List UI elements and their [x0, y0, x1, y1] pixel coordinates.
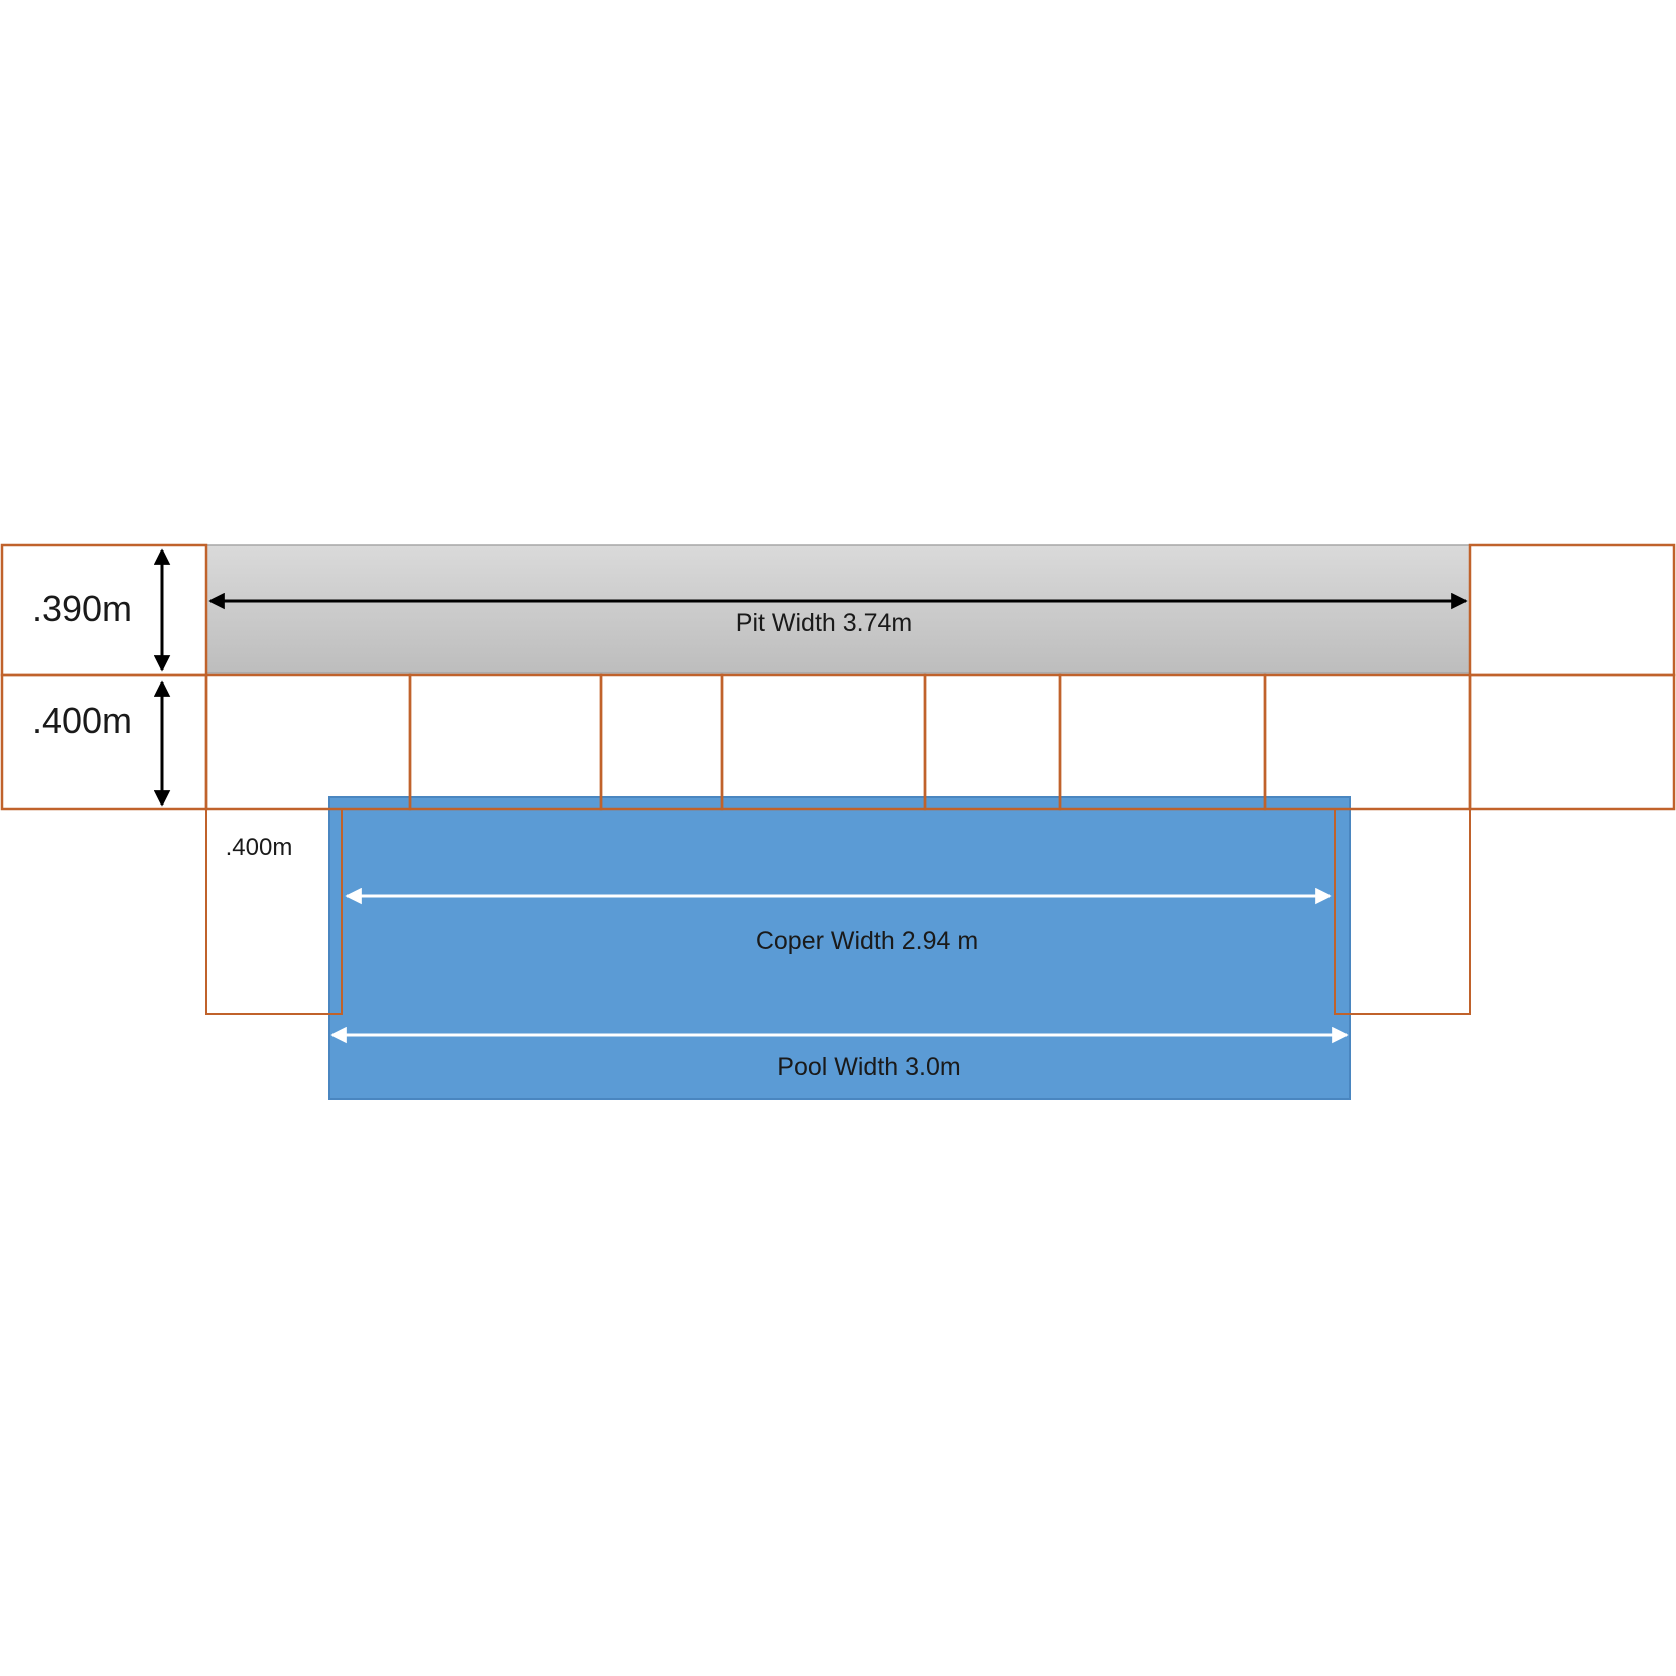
coper-width-label: Coper Width 2.94 m: [756, 927, 978, 955]
lower-right-block: [1468, 673, 1676, 811]
upper-course-height-label: .390m: [32, 588, 132, 629]
coping-block: [204, 673, 412, 811]
lower-course-height-label: .400m: [32, 700, 132, 741]
pool-body: [328, 796, 1351, 1100]
coping-block: [1263, 673, 1472, 811]
left-wall-block: [205, 809, 343, 1015]
coping-block: [1058, 673, 1267, 811]
right-wall-block: [1334, 809, 1471, 1015]
pit-width-label: Pit Width 3.74m: [736, 609, 912, 637]
side-block-width-label: .400m: [226, 834, 293, 861]
upper-right-block: [1468, 543, 1676, 677]
coping-block: [599, 673, 724, 811]
pool-width-label: Pool Width 3.0m: [777, 1053, 960, 1081]
coping-block: [720, 673, 927, 811]
coping-row: [0, 673, 1676, 811]
coping-block: [923, 673, 1062, 811]
coping-block: [408, 673, 603, 811]
lower-left-block: [0, 673, 208, 811]
